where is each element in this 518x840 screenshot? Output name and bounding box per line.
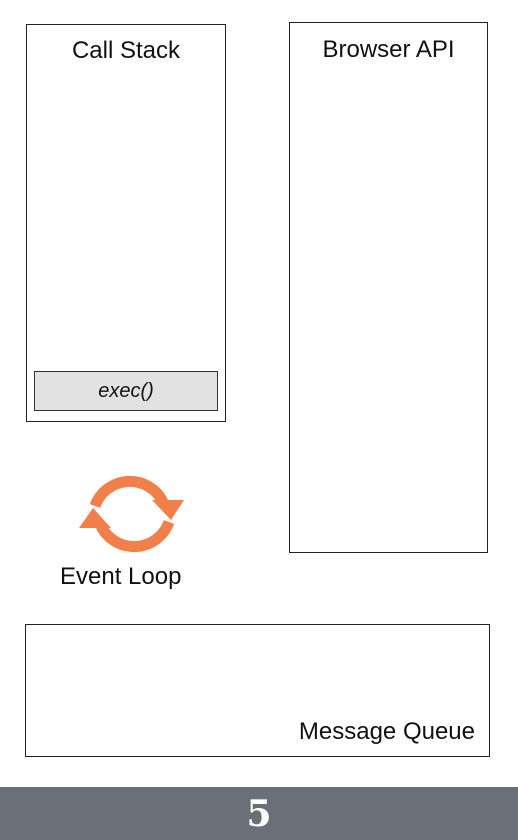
browser-api-panel: Browser API <box>289 22 488 553</box>
event-loop-label: Event Loop <box>60 563 182 590</box>
call-stack-title: Call Stack <box>71 37 181 64</box>
message-queue-panel: Message Queue <box>25 624 490 757</box>
cycle-arc-top <box>89 475 168 509</box>
cycle-arrowhead-left <box>79 508 111 528</box>
call-stack-panel: Call Stack exec() <box>26 24 226 422</box>
slide-number: 5 <box>246 792 272 835</box>
footer-bar: 5 <box>0 787 518 840</box>
cycle-arrowhead-right <box>152 500 184 520</box>
cycle-arc-bottom <box>96 519 175 553</box>
browser-api-title: Browser API <box>322 36 455 63</box>
stack-frame-exec: exec() <box>34 371 218 411</box>
message-queue-title: Message Queue <box>298 718 475 745</box>
cycle-arrows-icon <box>79 475 184 553</box>
